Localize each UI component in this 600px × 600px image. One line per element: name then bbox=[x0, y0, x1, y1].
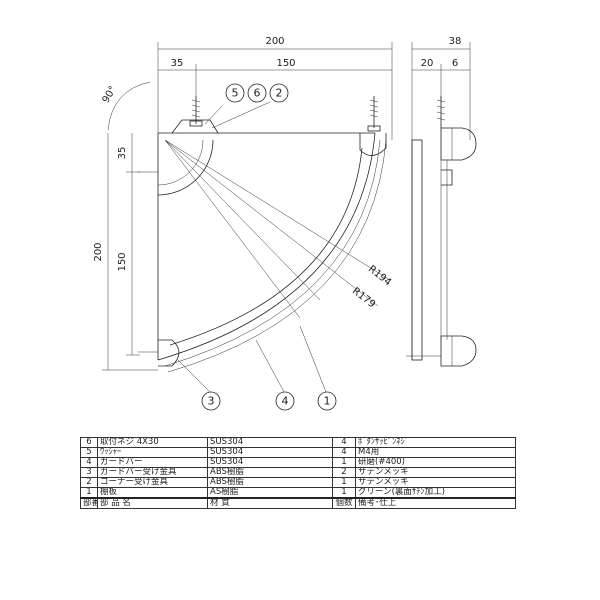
callout-5 bbox=[225, 83, 245, 103]
callout-2 bbox=[269, 83, 289, 103]
dim-radius-inner: R179 bbox=[350, 286, 377, 311]
callout-2-label: 2 bbox=[276, 87, 283, 100]
dim-overall-width: 200 bbox=[265, 36, 284, 47]
part-name: ガードバー bbox=[97, 457, 208, 468]
part-qty: 1 bbox=[332, 457, 356, 468]
dim-side-depth: 38 bbox=[449, 36, 462, 47]
part-name: コーナー受け金具 bbox=[97, 477, 208, 488]
parts-table: 6 取付ネジ 4X30 SUS304 4 ﾎﾞﾀﾝｻｯﾋﾟﾝﾈｼﾞ 5 ﾜｯｼｬ… bbox=[80, 437, 516, 509]
part-name: 棚板 bbox=[97, 487, 208, 499]
part-note: サテンメッキ bbox=[355, 477, 516, 488]
dimensions: 200 35 150 90° 200 35 150 R194 R179 bbox=[93, 36, 393, 371]
shelf-top-view bbox=[138, 96, 391, 373]
part-no: 3 bbox=[80, 467, 98, 478]
dim-width-inner: 150 bbox=[276, 58, 295, 69]
part-qty: 2 bbox=[332, 467, 356, 478]
header-no: 部番 bbox=[80, 497, 98, 509]
part-note: M4用 bbox=[355, 447, 516, 458]
part-note: ﾎﾞﾀﾝｻｯﾋﾟﾝﾈｼﾞ bbox=[355, 437, 516, 448]
table-row: 2 コーナー受け金具 ABS樹脂 1 サテンメッキ bbox=[80, 477, 516, 488]
part-note: サテンメッキ bbox=[355, 467, 516, 478]
dim-overall-height: 200 bbox=[93, 242, 104, 261]
callout-4-label: 4 bbox=[282, 395, 289, 408]
part-no: 5 bbox=[80, 447, 98, 458]
part-material: SUS304 bbox=[207, 447, 333, 458]
part-name: ﾜｯｼｬｰ bbox=[97, 447, 208, 458]
part-name: 取付ネジ 4X30 bbox=[97, 437, 208, 448]
callout-3-label: 3 bbox=[208, 395, 215, 408]
part-qty: 1 bbox=[332, 487, 356, 499]
dim-side-b: 6 bbox=[452, 58, 458, 69]
part-no: 2 bbox=[80, 477, 98, 488]
callout-1 bbox=[317, 391, 337, 411]
dim-angle: 90° bbox=[101, 84, 119, 105]
side-view: 38 20 6 bbox=[406, 36, 477, 367]
dim-side-a: 20 bbox=[421, 58, 434, 69]
part-qty: 4 bbox=[332, 447, 356, 458]
header-name: 部 品 名 bbox=[97, 497, 208, 509]
part-no: 6 bbox=[80, 437, 98, 448]
table-row: 5 ﾜｯｼｬｰ SUS304 4 M4用 bbox=[80, 447, 516, 458]
part-material: SUS304 bbox=[207, 457, 333, 468]
part-qty: 1 bbox=[332, 477, 356, 488]
callout-6-label: 6 bbox=[254, 87, 261, 100]
part-qty: 4 bbox=[332, 437, 356, 448]
callout-1-label: 1 bbox=[324, 395, 331, 408]
header-qty: 個数 bbox=[332, 497, 356, 509]
table-row: 1 棚板 AS樹脂 1 グリーン(裏面ｻﾃﾝ加工) bbox=[80, 487, 516, 499]
table-row: 4 ガードバー SUS304 1 研磨(#400) bbox=[80, 457, 516, 468]
part-note: 研磨(#400) bbox=[355, 457, 516, 468]
callouts: 5 6 2 3 4 1 bbox=[177, 83, 337, 411]
dim-height-inner: 150 bbox=[117, 252, 128, 271]
part-note: グリーン(裏面ｻﾃﾝ加工) bbox=[355, 487, 516, 499]
header-material: 材 質 bbox=[207, 497, 333, 509]
header-note: 備考･仕上 bbox=[355, 497, 516, 509]
callout-3 bbox=[201, 391, 221, 411]
callout-6 bbox=[247, 83, 267, 103]
callout-4 bbox=[275, 391, 295, 411]
dim-width-offset: 35 bbox=[171, 58, 184, 69]
part-material: ABS樹脂 bbox=[207, 467, 333, 478]
part-name: ガードバー受け金具 bbox=[97, 467, 208, 478]
table-row: 3 ガードバー受け金具 ABS樹脂 2 サテンメッキ bbox=[80, 467, 516, 478]
dim-radius-outer: R194 bbox=[366, 264, 393, 289]
part-material: AS樹脂 bbox=[207, 487, 333, 499]
part-material: SUS304 bbox=[207, 437, 333, 448]
table-header-row: 部番 部 品 名 材 質 個数 備考･仕上 bbox=[80, 497, 516, 509]
part-material: ABS樹脂 bbox=[207, 477, 333, 488]
callout-5-label: 5 bbox=[232, 87, 239, 100]
technical-drawing: 200 35 150 90° 200 35 150 R194 R179 5 6 … bbox=[93, 36, 477, 411]
part-no: 4 bbox=[80, 457, 98, 468]
part-no: 1 bbox=[80, 487, 98, 499]
table-row: 6 取付ネジ 4X30 SUS304 4 ﾎﾞﾀﾝｻｯﾋﾟﾝﾈｼﾞ bbox=[80, 437, 516, 448]
screw-top-right bbox=[367, 96, 381, 132]
screw-top-left bbox=[189, 96, 203, 127]
dim-height-offset: 35 bbox=[117, 147, 128, 160]
